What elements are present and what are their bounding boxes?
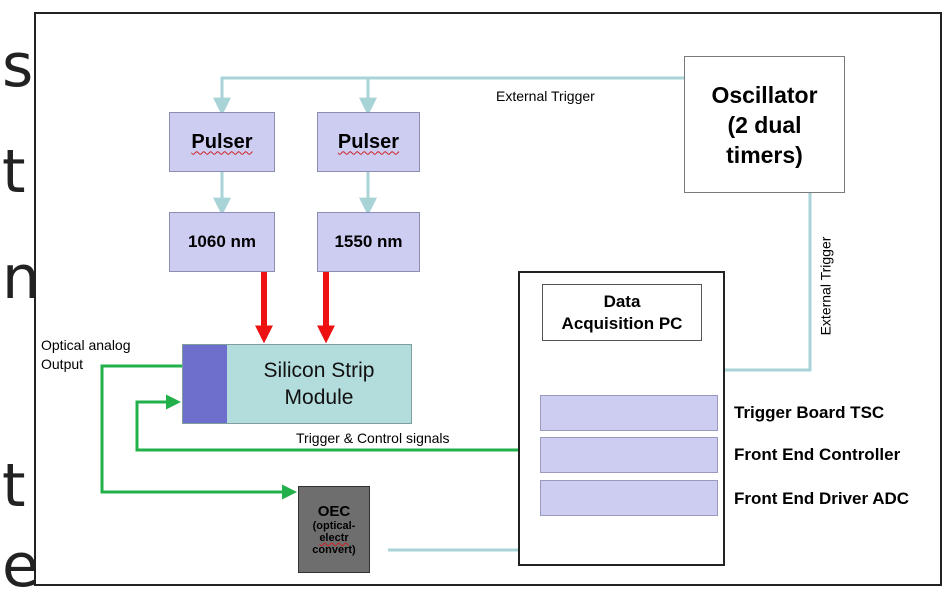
board-label: Front End Driver ADC bbox=[734, 489, 910, 508]
silicon-strip-module: Silicon Strip Module bbox=[182, 344, 412, 424]
oec-label: OEC bbox=[317, 503, 351, 520]
module-tab bbox=[183, 345, 227, 423]
optical-output-line: Output bbox=[41, 356, 84, 372]
optical-output-label: Optical analog Output bbox=[41, 336, 131, 374]
oec-box: OEC (optical- electr convert) bbox=[298, 486, 370, 573]
board-label: Trigger Board TSC bbox=[734, 403, 885, 422]
module-label: Module bbox=[284, 386, 354, 409]
external-trigger-label: External Trigger bbox=[496, 88, 595, 104]
oscillator-label: Oscillator bbox=[711, 81, 818, 108]
trigger-board-bar bbox=[540, 395, 718, 431]
laser-label: 1060 nm bbox=[187, 232, 257, 251]
front-end-driver-bar bbox=[540, 480, 718, 516]
slide-letter: t bbox=[2, 137, 26, 207]
pulser-box: Pulser bbox=[317, 112, 420, 172]
oec-label: convert) bbox=[312, 544, 356, 556]
oec-label: (optical- bbox=[312, 520, 356, 532]
board-label: Front End Controller bbox=[734, 445, 901, 464]
laser-box: 1060 nm bbox=[169, 212, 275, 272]
slide-letter: t bbox=[2, 451, 26, 521]
laser-beams bbox=[255, 272, 335, 344]
diagram-frame bbox=[34, 12, 942, 586]
daq-title-box: Data Acquisition PC bbox=[542, 284, 702, 341]
trigger-control-label: Trigger & Control signals bbox=[296, 430, 450, 446]
pulser-label: Pulser bbox=[191, 130, 253, 153]
slide-letter: n bbox=[2, 243, 41, 313]
front-end-controller-bar bbox=[540, 437, 718, 473]
oscillator-box: Oscillator (2 dual timers) bbox=[684, 56, 845, 193]
laser-box: 1550 nm bbox=[317, 212, 420, 272]
optical-output-line: Optical analog bbox=[41, 337, 131, 353]
diagram-connectors bbox=[34, 12, 942, 586]
slide-letter: s bbox=[2, 31, 34, 101]
daq-title: Acquisition PC bbox=[561, 313, 683, 333]
laser-label: 1550 nm bbox=[334, 232, 403, 251]
pulser-box: Pulser bbox=[169, 112, 275, 172]
pulser-label: Pulser bbox=[337, 130, 400, 153]
oec-label: electr bbox=[319, 532, 349, 544]
module-label: Silicon Strip bbox=[263, 359, 375, 382]
oscillator-label: (2 dual bbox=[727, 111, 802, 138]
slide-stage: s t n t e bbox=[2, 12, 942, 596]
oscillator-label: timers) bbox=[726, 141, 803, 168]
module-label-group: Silicon Strip Module bbox=[227, 345, 411, 423]
daq-title: Data bbox=[603, 291, 641, 311]
external-trigger-label: External Trigger bbox=[817, 236, 834, 336]
